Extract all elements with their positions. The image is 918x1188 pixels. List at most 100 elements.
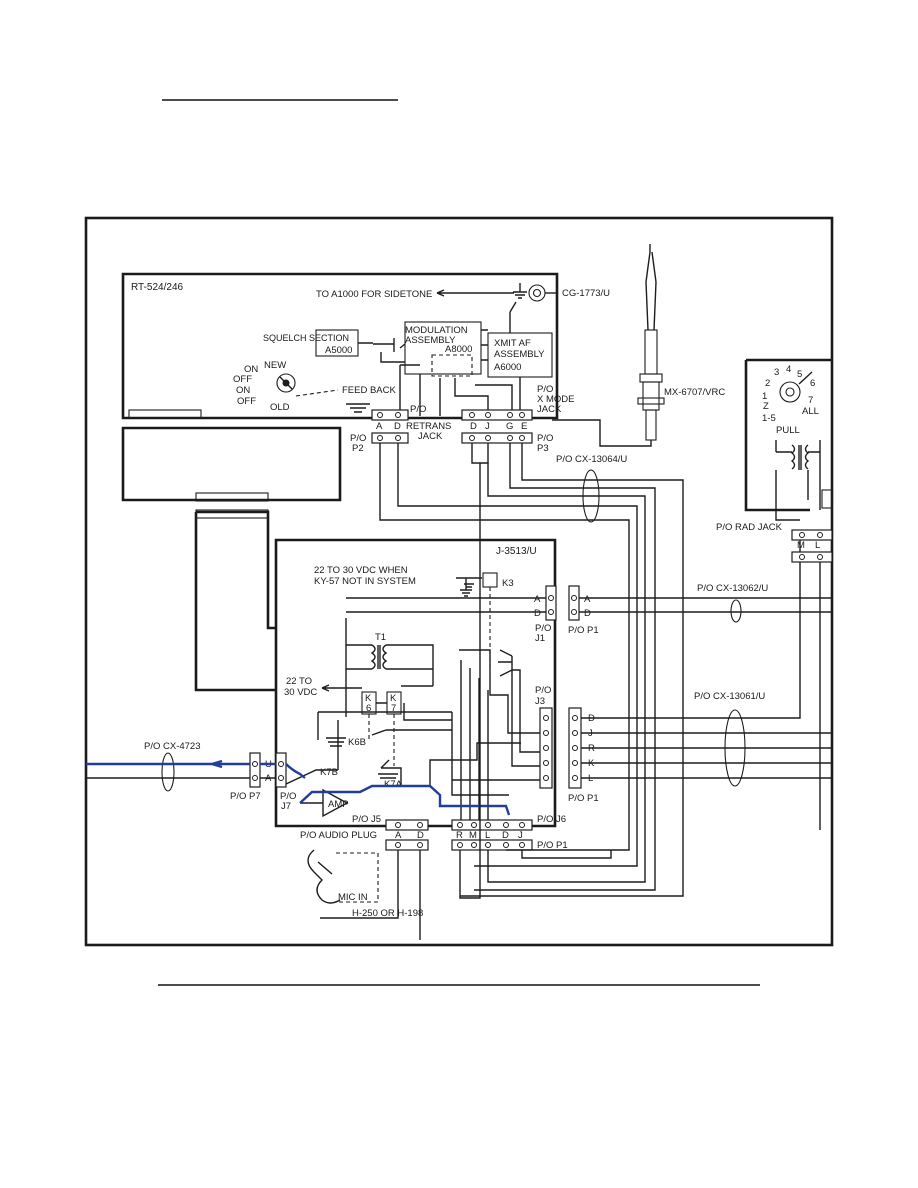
cx13062-label: P/O CX-13062/U xyxy=(697,583,768,594)
j7-connector: U A P/O P7 P/O J7 P/O CX-4723 xyxy=(86,741,296,812)
k3-relay xyxy=(482,572,498,588)
j1-pin-d: D xyxy=(534,608,541,619)
j7-po: P/O xyxy=(280,791,296,802)
p1-mid-label: P/O P1 xyxy=(568,793,599,804)
sel-all: ALL xyxy=(802,406,819,417)
switch-on-1: ON xyxy=(244,364,258,375)
antenna: MX-6707/VRC xyxy=(552,244,725,447)
sel-num-7: 7 xyxy=(808,395,813,406)
rad-pin-l: L xyxy=(815,540,820,551)
mod-title-2: ASSEMBLY xyxy=(405,335,456,346)
modulation-assembly xyxy=(404,321,482,375)
handset-label: H-250 OR H-198 xyxy=(352,908,423,919)
j3-connector: P/O J3 D J R K L P/O P1 P/O CX-13061/U xyxy=(535,538,832,804)
p3-pin-j: J xyxy=(485,421,490,432)
switch-old: OLD xyxy=(270,402,290,413)
p2-po: P/O xyxy=(350,433,366,444)
antenna-label: MX-6707/VRC xyxy=(664,387,725,398)
rad-pin-m: M xyxy=(797,540,805,551)
sidetone-label: TO A1000 FOR SIDETONE xyxy=(316,289,432,300)
p2-label: P2 xyxy=(352,443,364,454)
harness-wires xyxy=(379,443,684,899)
mod-id: A8000 xyxy=(445,344,472,355)
rt-mount-box xyxy=(121,426,342,502)
j7-label: J7 xyxy=(281,801,291,812)
supply-note-2: KY-57 NOT IN SYSTEM xyxy=(314,576,416,587)
mic-in-label: MIC IN xyxy=(338,892,368,903)
xmit-title-1: XMIT AF xyxy=(494,338,531,349)
diagram-frame xyxy=(84,216,834,947)
p3-pin-g: G xyxy=(506,421,513,432)
cx13064-label: P/O CX-13064/U xyxy=(556,454,627,465)
p1-top-pin-d: D xyxy=(584,608,591,619)
sel-z: Z xyxy=(763,401,769,412)
p2-pin-a: A xyxy=(376,421,383,432)
j5-j6-connectors: P/O J5 A D P/O AUDIO PLUG P/O J6 R M L D… xyxy=(300,814,568,851)
sel-num-3: 3 xyxy=(774,367,779,378)
p3-pin-d: D xyxy=(470,421,477,432)
sel-num-2: 2 xyxy=(765,378,770,389)
p1-top-pin-a: A xyxy=(584,594,591,605)
retrans-po: P/O xyxy=(410,404,426,415)
j6-label: P/O J6 xyxy=(537,814,566,825)
j6-pin-d: D xyxy=(502,830,509,841)
mode-selector: 3 4 5 2 6 1 7 Z 1-5 ALL PULL P/O RAD JAC… xyxy=(716,358,833,830)
t1-label: T1 xyxy=(375,632,386,643)
p3-po: P/O xyxy=(537,433,553,444)
squelch-id: A5000 xyxy=(325,345,352,356)
supply-22-2: 30 VDC xyxy=(284,687,317,698)
crypto-mode-switch xyxy=(276,373,296,393)
k7-label-b: 7 xyxy=(391,703,396,714)
bottom-p1-label: P/O P1 xyxy=(537,840,568,851)
j6-pin-j: J xyxy=(518,830,523,841)
switch-off-2: OFF xyxy=(237,396,256,407)
sel-num-4: 4 xyxy=(786,364,791,375)
mod-title-1: MODULATION xyxy=(405,325,468,336)
j1-po: P/O xyxy=(535,623,551,634)
mount-outline xyxy=(194,510,276,692)
k6-label-b: 6 xyxy=(366,703,371,714)
cg-connector xyxy=(528,284,546,302)
sel-range: 1-5 xyxy=(762,413,776,424)
j3513-label: J-3513/U xyxy=(496,546,537,557)
switch-on-2: ON xyxy=(236,385,250,396)
k7a-label: K7A xyxy=(384,779,403,790)
p3-label: P3 xyxy=(537,443,549,454)
j5-pin-a: A xyxy=(395,830,402,841)
k6b-label: K6B xyxy=(348,737,366,748)
supply-note-1: 22 TO 30 VDC WHEN xyxy=(314,565,408,576)
k6-label-a: K xyxy=(365,693,372,704)
audio-signal-path xyxy=(86,762,511,816)
sel-num-1: 1 xyxy=(762,391,767,402)
p7-label: P/O P7 xyxy=(230,791,261,802)
sel-num-6: 6 xyxy=(810,378,815,389)
audio-plug-label: P/O AUDIO PLUG xyxy=(300,830,377,841)
p2-pin-d: D xyxy=(394,421,401,432)
p3-pin-e: E xyxy=(521,421,527,432)
retrans-label: RETRANS xyxy=(406,421,451,432)
j6-pin-l: L xyxy=(485,830,490,841)
rt-unit-label: RT-524/246 xyxy=(131,282,184,293)
xmode-jack: JACK xyxy=(537,404,562,415)
sel-pull: PULL xyxy=(776,425,800,436)
supply-22-1: 22 TO xyxy=(286,676,312,687)
handset: MIC IN H-250 OR H-198 xyxy=(307,849,423,940)
k7b-label: K7B xyxy=(320,767,338,778)
retrans-jack: JACK xyxy=(418,431,443,442)
cx4723-label: P/O CX-4723 xyxy=(144,741,201,752)
rt-connector-strip: P/O A D RETRANS JACK D J G E P/O P2 P/O … xyxy=(350,404,627,465)
k7-label-a: K xyxy=(390,693,397,704)
p1-top-label: P/O P1 xyxy=(568,625,599,636)
xmit-id: A6000 xyxy=(494,362,521,373)
j6-pin-r: R xyxy=(456,830,463,841)
j1-pin-a: A xyxy=(534,594,541,605)
rt-unit: RT-524/246 CG-1773/U TO A1000 FOR SIDETO… xyxy=(121,272,610,420)
xmode-po: P/O xyxy=(537,384,553,395)
xmode-label: X MODE xyxy=(537,394,574,405)
switch-off-1: OFF xyxy=(233,374,252,385)
j5-label: P/O J5 xyxy=(352,814,381,825)
j1-label: J1 xyxy=(535,633,545,644)
j6-pin-m: M xyxy=(469,830,477,841)
cx13061-label: P/O CX-13061/U xyxy=(694,691,765,702)
